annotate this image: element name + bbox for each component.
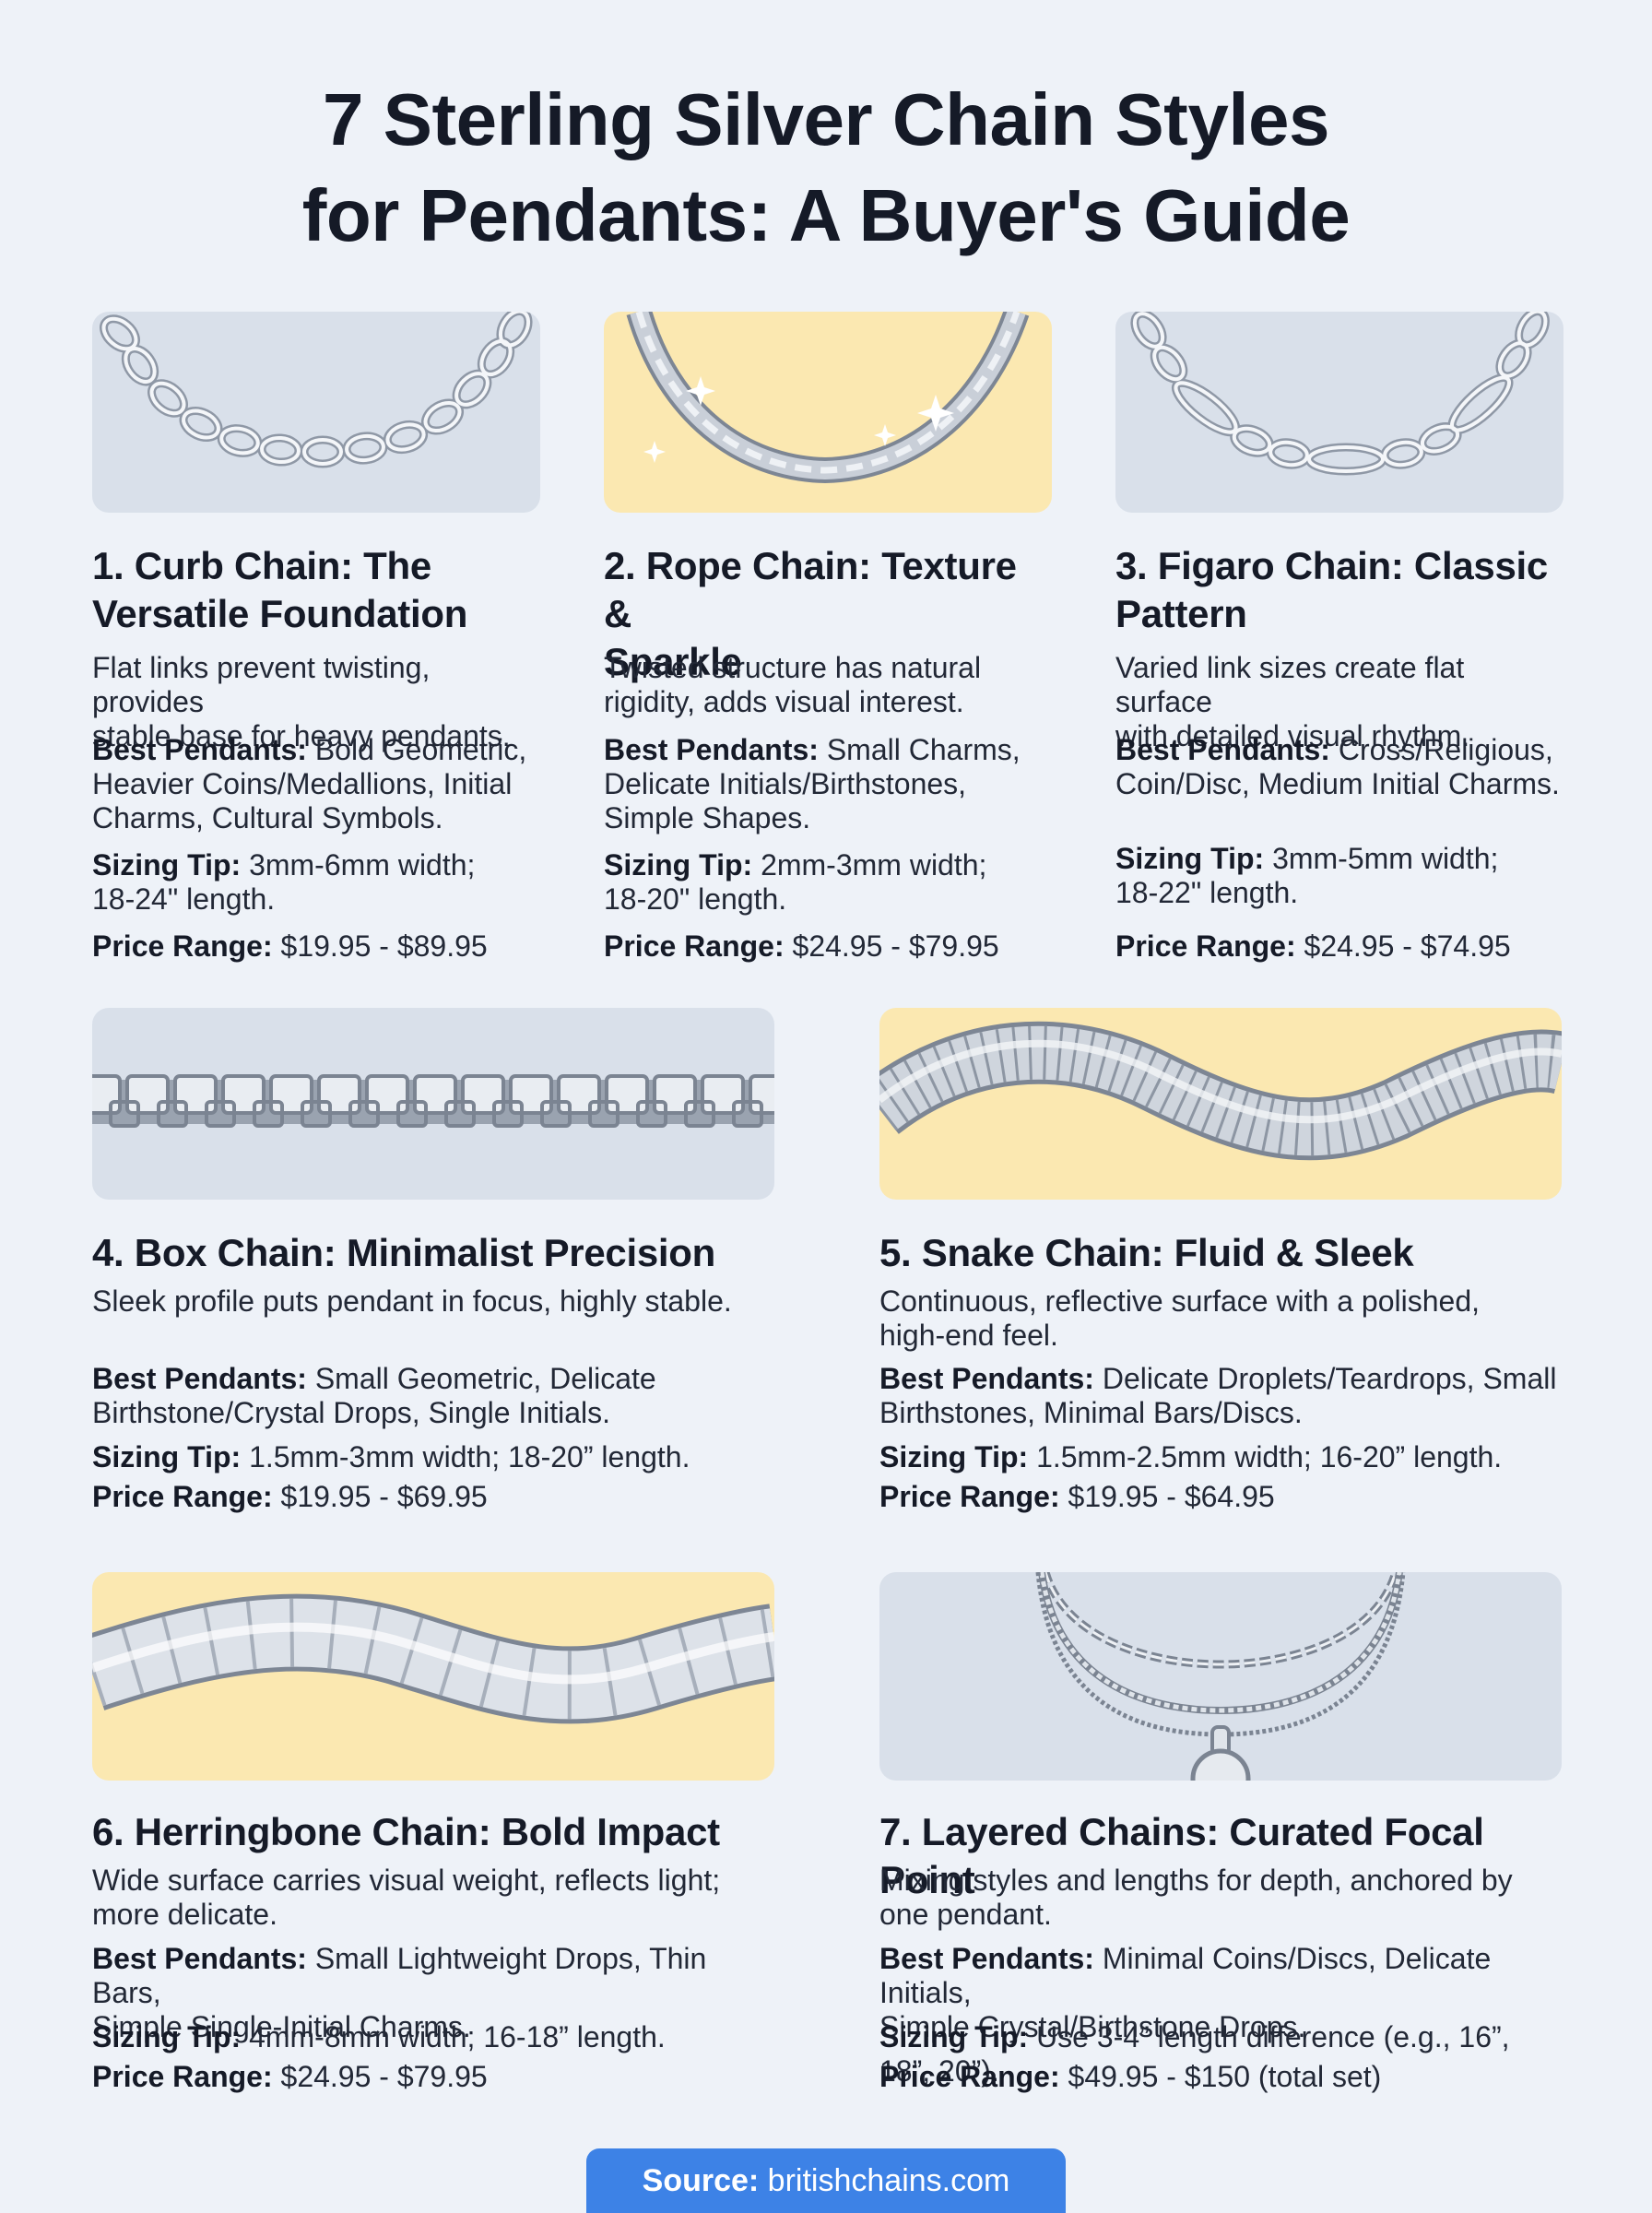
chain-card-curb: 1. Curb Chain: The Versatile Foundation …: [92, 312, 540, 976]
chain-card-snake: 5. Snake Chain: Fluid & Sleek Continuous…: [879, 1008, 1562, 1524]
page-title: 7 Sterling Silver Chain Styles for Penda…: [0, 72, 1652, 264]
chain-description: Wide surface carries visual weight, refl…: [92, 1864, 721, 1931]
chain-description: Continuous, reflective surface with a po…: [879, 1284, 1481, 1352]
sizing-tip: Sizing Tip: 3mm-5mm width; 18-22" length…: [1115, 842, 1499, 909]
curb-chain-illustration: [92, 312, 540, 513]
best-pendants: Best Pendants: Small Lightweight Drops, …: [92, 1942, 707, 2043]
title-line-2: for Pendants: A Buyer's Guide: [301, 174, 1351, 256]
source-badge: Source: britishchains.com: [586, 2148, 1066, 2213]
chain-heading: 6. Herringbone Chain: Bold Impact: [92, 1810, 720, 1853]
chain-card-herringbone: 6. Herringbone Chain: Bold Impact Wide s…: [92, 1572, 774, 2125]
rope-chain-illustration: [604, 312, 1052, 513]
chain-description: Flat links prevent twisting, provides st…: [92, 651, 511, 752]
price-range: Price Range: $49.95 - $150 (total set): [879, 2060, 1382, 2093]
source-label: Source:: [642, 2163, 760, 2198]
chain-card-figaro: 3. Figaro Chain: Classic Pattern Varied …: [1115, 312, 1564, 976]
chain-card-box: 4. Box Chain: Minimalist Precision Sleek…: [92, 1008, 774, 1524]
price-range: Price Range: $19.95 - $64.95: [879, 1480, 1275, 1513]
chain-card-layered: 7. Layered Chains: Curated Focal Point M…: [879, 1572, 1562, 2125]
layered-chains-illustration: [879, 1572, 1562, 1781]
chain-heading: 4. Box Chain: Minimalist Precision: [92, 1231, 715, 1274]
snake-chain-illustration: [879, 1008, 1562, 1200]
source-text: britishchains.com: [759, 2163, 1010, 2198]
chain-description: Sleek profile puts pendant in focus, hig…: [92, 1284, 732, 1318]
best-pendants: Best Pendants: Delicate Droplets/Teardro…: [879, 1362, 1557, 1429]
price-range: Price Range: $24.95 - $79.95: [604, 929, 999, 963]
chain-card-rope: 2. Rope Chain: Texture & Sparkle Twisted…: [604, 312, 1052, 976]
sizing-tip: Sizing Tip: 2mm-3mm width; 18-20" length…: [604, 848, 987, 916]
price-range: Price Range: $19.95 - $89.95: [92, 929, 488, 963]
chain-heading: 5. Snake Chain: Fluid & Sleek: [879, 1231, 1414, 1274]
best-pendants: Best Pendants: Cross/Religious, Coin/Dis…: [1115, 733, 1560, 800]
herringbone-chain-illustration: [92, 1572, 774, 1781]
sizing-tip: Sizing Tip: 1.5mm-3mm width; 18-20” leng…: [92, 1440, 690, 1473]
chain-heading: 1. Curb Chain: The Versatile Foundation: [92, 544, 468, 635]
best-pendants: Best Pendants: Small Geometric, Delicate…: [92, 1362, 656, 1429]
price-range: Price Range: $24.95 - $74.95: [1115, 929, 1511, 963]
sizing-tip: Sizing Tip: 1.5mm-2.5mm width; 16-20” le…: [879, 1440, 1503, 1473]
best-pendants: Best Pendants: Minimal Coins/Discs, Deli…: [879, 1942, 1492, 2043]
sizing-tip: Sizing Tip: 3mm-6mm width; 18-24" length…: [92, 848, 476, 916]
chain-heading: 7. Layered Chains: Curated Focal Point: [879, 1810, 1484, 1901]
chain-heading: 3. Figaro Chain: Classic Pattern: [1115, 544, 1548, 635]
best-pendants: Best Pendants: Bold Geometric, Heavier C…: [92, 733, 527, 834]
price-range: Price Range: $19.95 - $69.95: [92, 1480, 488, 1513]
sizing-tip: Sizing Tip: Use 3-4” length difference (…: [879, 2020, 1510, 2088]
box-chain-illustration: [92, 1008, 774, 1200]
best-pendants: Best Pendants: Small Charms, Delicate In…: [604, 733, 1021, 834]
figaro-chain-illustration: [1115, 312, 1564, 513]
chain-heading: 2. Rope Chain: Texture & Sparkle: [604, 544, 1017, 683]
price-range: Price Range: $24.95 - $79.95: [92, 2060, 488, 2093]
chain-description: Mixing styles and lengths for depth, anc…: [879, 1864, 1513, 1931]
chain-description: Varied link sizes create flat surface wi…: [1115, 651, 1470, 752]
chain-description: Twisted structure has natural rigidity, …: [604, 651, 982, 718]
sizing-tip: Sizing Tip: 4mm-8mm width; 16-18” length…: [92, 2020, 666, 2053]
title-line-1: 7 Sterling Silver Chain Styles: [322, 78, 1330, 160]
